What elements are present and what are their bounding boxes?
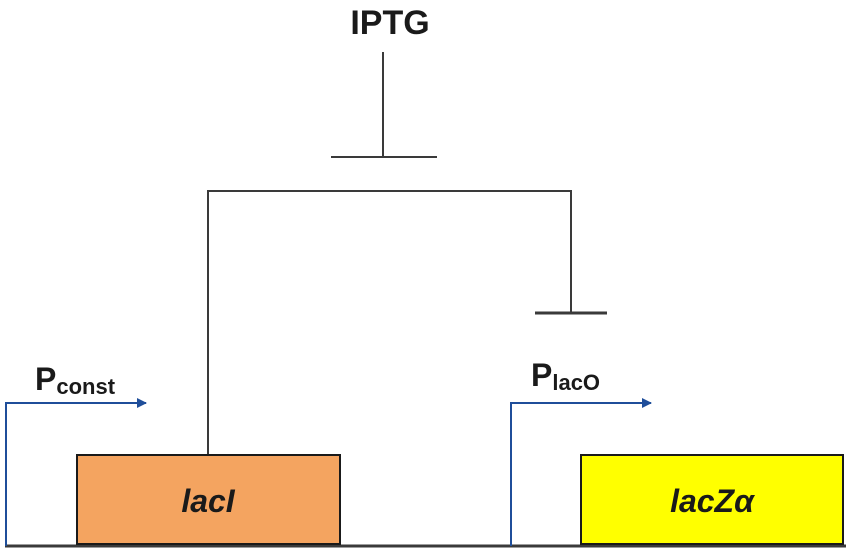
lacz-alpha-gene-box (580, 454, 844, 545)
placo-subscript: lacO (552, 370, 600, 395)
pconst-promoter-arrow (5, 398, 147, 546)
pconst-subscript: const (56, 374, 115, 399)
pconst-label: Pconst (35, 361, 116, 399)
placo-promoter-arrow (510, 398, 652, 546)
pconst-main: P (35, 361, 56, 397)
laci-repression-path (207, 190, 572, 455)
placo-label: PlacO (531, 357, 600, 395)
laci-gene-label: lacI (181, 483, 235, 519)
placo-main: P (531, 357, 552, 393)
laci-gene-box (76, 454, 341, 545)
iptg-label: IPTG (350, 4, 429, 42)
lacz-alpha-gene-label: lacZα (670, 483, 755, 519)
